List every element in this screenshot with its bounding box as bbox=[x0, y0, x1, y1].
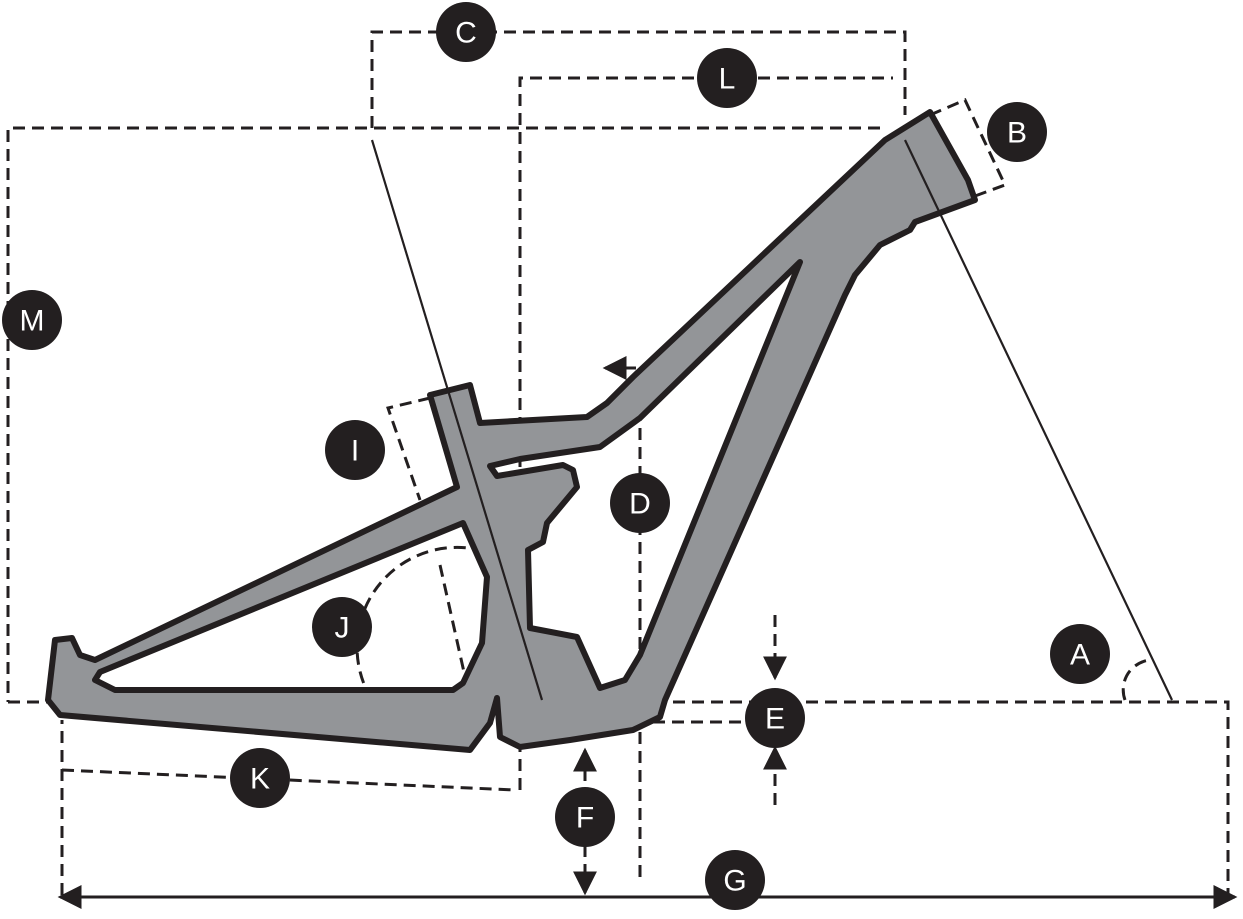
badge-m: M bbox=[2, 290, 62, 350]
badge-g: G bbox=[705, 850, 765, 910]
line-i bbox=[386, 396, 431, 501]
badge-a: A bbox=[1050, 624, 1110, 684]
badge-j: J bbox=[312, 597, 372, 657]
badge-l: L bbox=[697, 48, 757, 108]
svg-text:M: M bbox=[20, 305, 45, 338]
svg-text:K: K bbox=[250, 763, 270, 796]
line-b bbox=[929, 98, 1008, 198]
svg-text:G: G bbox=[723, 865, 746, 898]
reach-stack-line-c bbox=[370, 30, 907, 128]
line-m bbox=[6, 126, 880, 702]
svg-text:F: F bbox=[576, 802, 594, 835]
svg-text:C: C bbox=[455, 17, 477, 50]
svg-text:E: E bbox=[765, 703, 785, 736]
badge-d: D bbox=[610, 473, 670, 533]
badge-c: C bbox=[436, 2, 496, 62]
svg-text:A: A bbox=[1070, 639, 1090, 672]
label-badges: C L B M I D J A E K F G bbox=[2, 2, 1110, 910]
head-tube-axis bbox=[904, 139, 1173, 701]
seat-tube-axis bbox=[370, 139, 544, 701]
svg-text:B: B bbox=[1007, 117, 1027, 150]
badge-b: B bbox=[987, 102, 1047, 162]
line-k bbox=[60, 720, 516, 895]
badge-k: K bbox=[230, 748, 290, 808]
svg-text:L: L bbox=[719, 63, 736, 96]
line-d bbox=[602, 356, 642, 880]
svg-text:D: D bbox=[629, 488, 651, 521]
badge-f: F bbox=[555, 787, 615, 847]
badge-e: E bbox=[745, 688, 805, 748]
arc-j bbox=[355, 545, 470, 701]
badge-i: I bbox=[325, 420, 385, 480]
arc-a bbox=[1121, 658, 1151, 701]
bike-frame bbox=[45, 109, 978, 753]
svg-text:J: J bbox=[335, 612, 350, 645]
svg-text:I: I bbox=[351, 435, 359, 468]
measurement-lines bbox=[6, 30, 1238, 909]
